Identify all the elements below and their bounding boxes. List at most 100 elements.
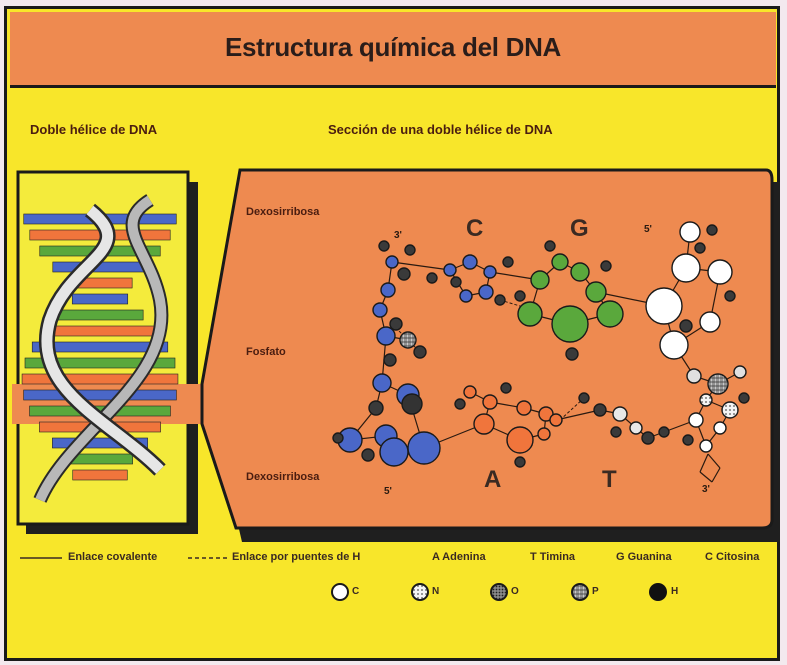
hydrogen-bond [499, 299, 541, 313]
label-3prime-top: 3' [394, 230, 402, 241]
atom [372, 302, 388, 318]
nitrogen [699, 393, 713, 407]
adenine-atom [506, 426, 534, 454]
base-pair-rung [42, 325, 158, 337]
carbon-atom [707, 259, 733, 285]
guanine-atom [596, 300, 624, 328]
base-pair-rung [31, 341, 169, 353]
atom [372, 373, 392, 393]
label-phosphate: Fosfato [246, 346, 286, 358]
oxygen [401, 393, 423, 415]
hydrogen [514, 290, 526, 302]
covalent-bond [647, 419, 697, 439]
phosphorus-atom-icon [571, 583, 589, 601]
base-letter-g: G [570, 215, 589, 242]
hydrogen [679, 319, 693, 333]
carbon-atom [699, 439, 713, 453]
hydrogen [378, 240, 390, 252]
key-label-c: C [352, 586, 360, 597]
base-letter-c: C [466, 215, 483, 242]
carbon-atom [713, 421, 727, 435]
thymine-atom [629, 421, 643, 435]
legend-timina: T Timina [530, 551, 576, 563]
atom [380, 282, 396, 298]
page-title: Estructura química del DNA [224, 32, 562, 62]
hydrogen [610, 426, 622, 438]
hydrogen [544, 240, 556, 252]
guanine-atom [570, 262, 590, 282]
base-pair-rung [23, 389, 177, 401]
double-helix [21, 194, 179, 503]
adenine-atom [516, 400, 532, 416]
atom [385, 255, 399, 269]
adenine-atom [537, 427, 551, 441]
carbon-atom-icon [331, 583, 349, 601]
legend-citosina: C Citosina [705, 551, 760, 563]
hydrogen [514, 456, 526, 468]
hydrogen [565, 347, 579, 361]
base-pair-rung [56, 309, 144, 321]
carbon-atom [659, 330, 689, 360]
oxygen-atom-icon [490, 583, 508, 601]
guanine-atom [551, 305, 589, 343]
molecular-model [332, 221, 750, 483]
label-5prime-bottom: 5' [384, 486, 392, 497]
carbon-atom [686, 368, 702, 384]
subtitle-section: Sección de una doble hélice de DNA [328, 122, 553, 137]
key-label-p: P [592, 586, 599, 597]
cytosine-atom [459, 289, 473, 303]
carbon-atom [645, 287, 683, 325]
legend-hydrogen: Enlace por puentes de H [232, 551, 361, 563]
hydrogen [706, 224, 718, 236]
hydrogen [694, 242, 706, 254]
hydrogen [500, 382, 512, 394]
adenine-atom [463, 385, 477, 399]
hydrogen [641, 431, 655, 445]
covalent-bond [711, 467, 721, 483]
atom [407, 431, 441, 465]
label-deoxyribose-bottom: Dexosirribosa [246, 471, 320, 483]
hydrogen [361, 448, 375, 462]
guanine-atom [530, 270, 550, 290]
base-pair-rung [24, 357, 176, 369]
helix-strand [35, 195, 167, 503]
adenine-atom [549, 413, 563, 427]
carbon-atom [699, 311, 721, 333]
helix-strand [41, 205, 164, 474]
hydrogen [332, 432, 344, 444]
base-pair-rung [21, 373, 179, 385]
key-label-o: O [511, 586, 519, 597]
hydrogen [738, 392, 750, 404]
hydrogen [658, 426, 670, 438]
guanine-atom [585, 281, 607, 303]
cytosine-atom [483, 265, 497, 279]
base-letter-t: T [602, 466, 617, 493]
phosphate [399, 331, 417, 349]
adenine-atom [482, 394, 498, 410]
hydrogen [454, 398, 466, 410]
atom-key [331, 583, 667, 601]
hydrogen [404, 244, 416, 256]
atom [379, 437, 409, 467]
nitrogen [721, 401, 739, 419]
covalent-bond [555, 409, 601, 421]
covalent-bond [391, 261, 451, 271]
cytosine-atom [478, 284, 494, 300]
key-label-n: N [432, 586, 440, 597]
guanine-atom [517, 301, 543, 327]
hydrogen [426, 272, 438, 284]
subtitle-double-helix: Doble hélice de DNA [30, 122, 158, 137]
cytosine-atom [462, 254, 478, 270]
atom [376, 326, 396, 346]
covalent-bond [699, 453, 709, 473]
hydrogen [389, 317, 403, 331]
hydrogen [413, 345, 427, 359]
hydrogen [578, 392, 590, 404]
hydrogen [593, 403, 607, 417]
carbon-atom [688, 412, 704, 428]
carbon-atom [671, 253, 701, 283]
phosphate [707, 373, 729, 395]
hydrogen-atom-icon [649, 583, 667, 601]
title-bar: Estructura química del DNA [10, 12, 776, 88]
